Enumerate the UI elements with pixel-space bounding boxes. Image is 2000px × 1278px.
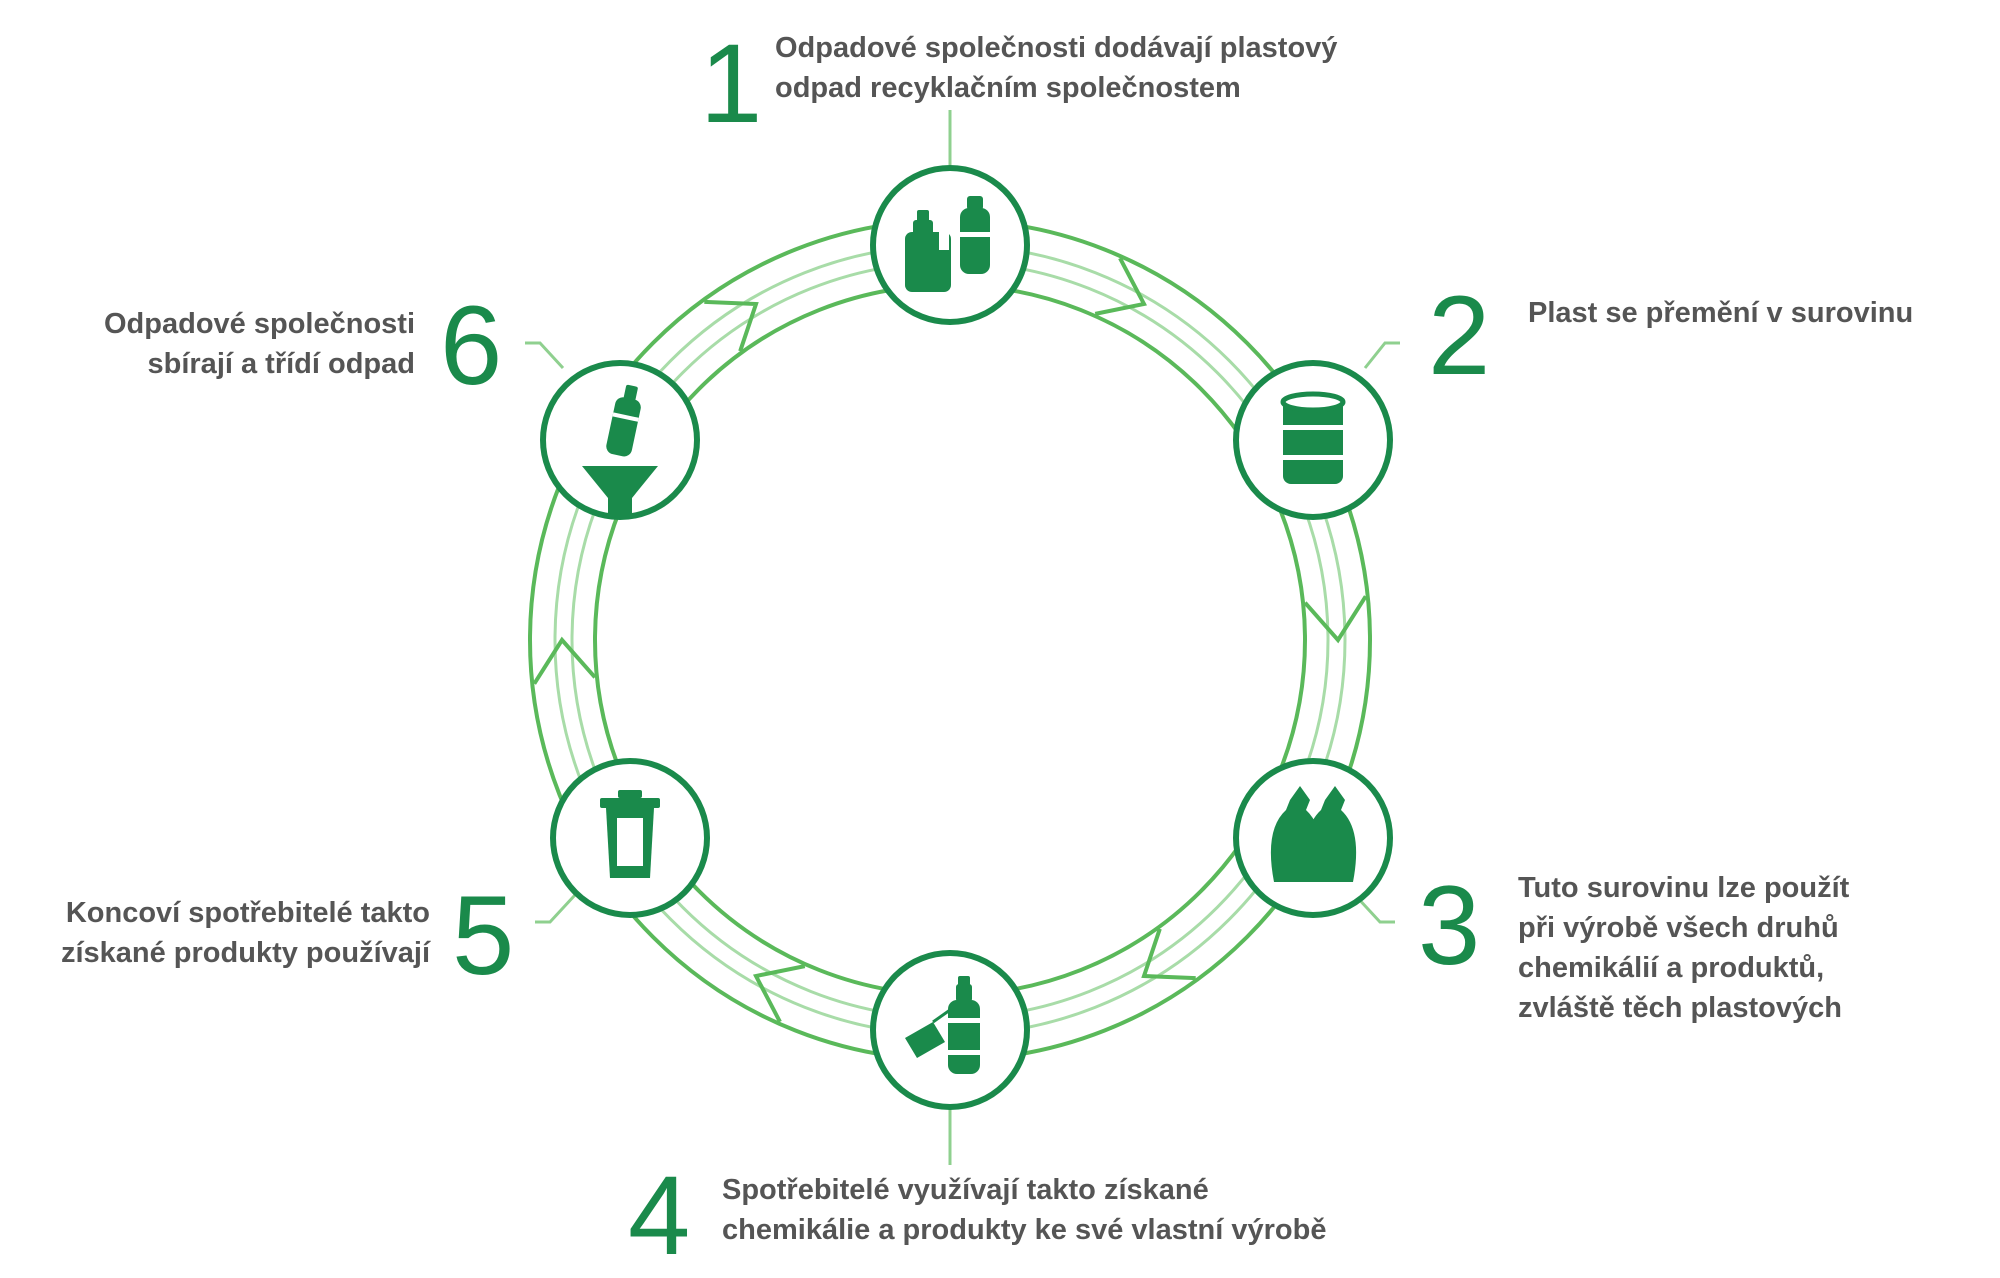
- barrel-icon: [1280, 391, 1346, 484]
- trash-bin-icon: [600, 790, 660, 878]
- cycle-arrow-chevron: [752, 964, 806, 1023]
- step-node-5: [550, 758, 710, 918]
- step-number-6: 6: [440, 283, 503, 408]
- step-text-2: Plast se přemění v surovinu: [1528, 297, 1914, 329]
- step-number-4: 4: [628, 1153, 691, 1278]
- step-number-3: 3: [1418, 863, 1481, 988]
- plastic-bottles-icon: [905, 196, 990, 292]
- connector-lines: [525, 110, 1400, 1165]
- cycle-arrow-chevron: [1141, 928, 1196, 981]
- bottle-funnel-icon: [582, 384, 658, 516]
- step-node-4: [870, 950, 1030, 1110]
- step-number-5: 5: [452, 873, 515, 998]
- cycle-arrow-chevron: [1303, 595, 1368, 644]
- step-node-2: [1233, 360, 1393, 520]
- cycle-ring: [528, 218, 1372, 1062]
- step-text-5: Koncoví spotřebitelé takto získané produ…: [60, 897, 430, 969]
- step-text-4: Spotřebitelé využívají takto získané che…: [722, 1174, 1327, 1246]
- trash-bags-icon: [1270, 786, 1357, 882]
- step-text-6: Odpadové společnosti sbírají a třídí odp…: [104, 308, 415, 380]
- step-number-2: 2: [1428, 273, 1491, 398]
- cycle-arrows: [532, 257, 1368, 1023]
- step-node-1: [870, 165, 1030, 325]
- step-node-6: [540, 360, 700, 520]
- cycle-arrow-chevron: [532, 636, 597, 685]
- step-number-1: 1: [700, 21, 763, 146]
- cycle-arrow-chevron: [704, 299, 759, 352]
- cycle-arrow-chevron: [1094, 257, 1148, 316]
- step-text-1: Odpadové společnosti dodávají plastový o…: [775, 32, 1338, 104]
- step-text-3: Tuto surovinu lze použít při výrobě všec…: [1518, 872, 1850, 1024]
- bottle-with-tag-icon: [905, 976, 980, 1074]
- step-node-3: [1233, 758, 1393, 918]
